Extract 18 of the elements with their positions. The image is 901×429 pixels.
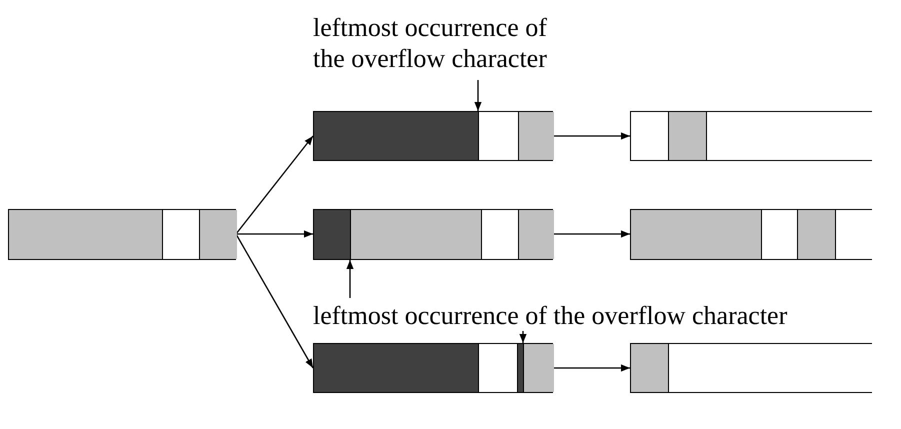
segmented-bar [313,111,553,161]
annotation-text: leftmost occurrence of the overflow character [313,12,575,74]
arrow [553,364,630,372]
annotation-text: leftmost occurrence of the overflow character [313,300,893,331]
leader-arrow [519,331,527,343]
segmented-bar [630,343,872,393]
leader-arrow [346,260,354,298]
segmented-bar [630,111,872,161]
leader-arrow [474,80,482,111]
arrow [235,136,314,234]
segmented-bar [313,209,553,260]
arrow [235,234,314,368]
segmented-bar [313,343,553,393]
arrow [236,230,313,238]
segmented-bar [630,209,872,260]
segmented-bar [8,209,236,260]
arrow [553,230,630,238]
arrow [553,132,630,140]
